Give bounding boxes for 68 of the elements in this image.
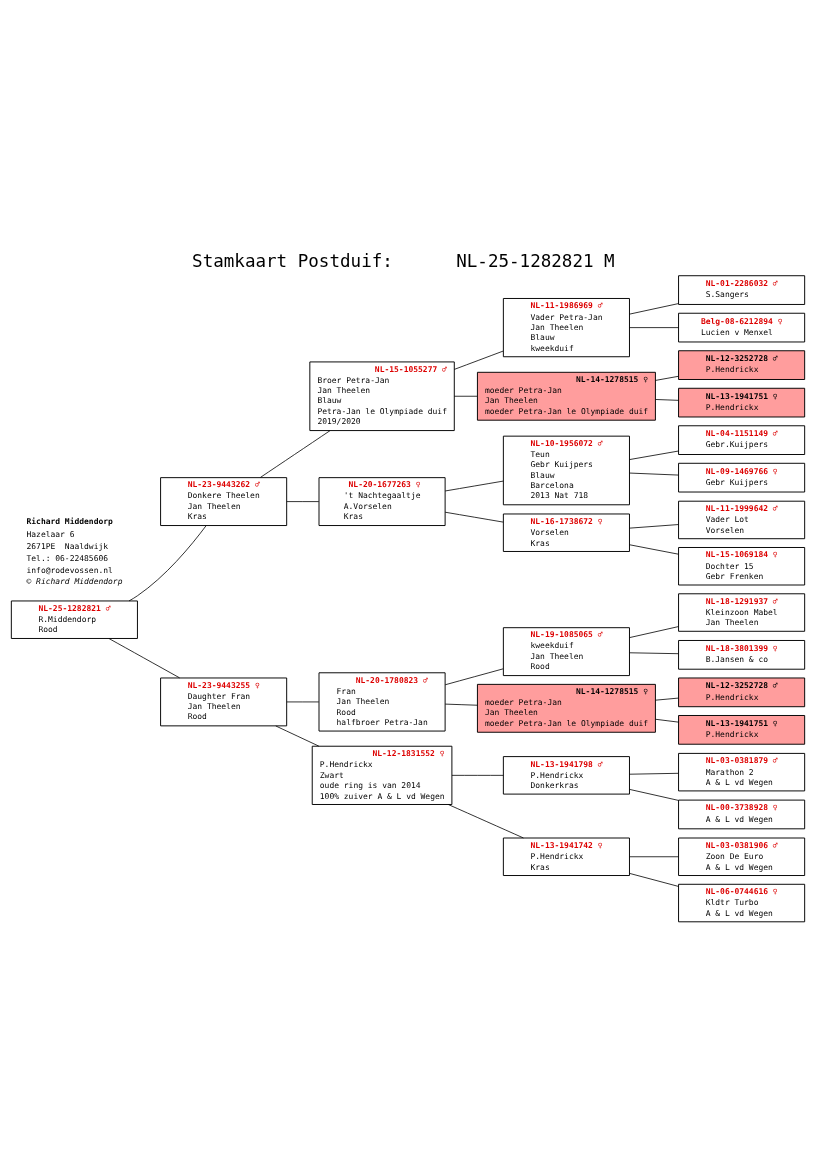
label: © Richard Middendorp [26, 576, 123, 586]
node-box: NL-11-1986969 ♂ Vader Petra-Jan Jan Theelen Blauw kweekduif [502, 298, 630, 358]
connector [629, 856, 679, 858]
connector [444, 668, 504, 686]
connector [260, 430, 331, 478]
node-box: NL-06-0744616 ♀ Kldtr Turbo A & L vd Wegen [678, 883, 806, 923]
node-box: NL-12-1831552 ♀ P.Hendrickx Zwart oude ring is van 2014 100% zuiver A & L vd Wegen [311, 745, 453, 805]
connector [447, 804, 524, 839]
node-box: NL-23-9443255 ♀ Daughter Fran Jan Theelen Rood [160, 677, 288, 727]
connector [444, 703, 478, 706]
connector [629, 626, 679, 638]
connector [655, 399, 679, 401]
node-box: NL-03-0381906 ♂ Zoon De Euro A & L vd Wegen [678, 837, 806, 876]
node-box: NL-00-3738928 ♀ A & L vd Wegen [678, 799, 806, 830]
label: Tel.: 06-22485606 [26, 553, 109, 563]
connector [444, 480, 504, 492]
label: Hazelaar 6 [26, 529, 75, 539]
node-box: NL-09-1469766 ♀ Gebr Kuijpers [678, 462, 806, 493]
node-box: NL-25-1282821 ♂ R.Middendorp Rood [10, 600, 138, 639]
connector [629, 789, 679, 801]
node-box: NL-13-1941798 ♂ P.Hendrickx Donkerkras [502, 756, 630, 795]
node-box: NL-16-1738672 ♀ Vorselen Kras [502, 513, 630, 552]
node-box: NL-19-1085065 ♂ kweekduif Jan Theelen Rood [502, 627, 630, 677]
node-box: NL-13-1941751 ♀ P.Hendrickx [678, 715, 806, 745]
connector [286, 501, 320, 502]
node-box: NL-20-1780823 ♂ Fran Jan Theelen Rood halfbroer Petra-Jan [318, 672, 446, 732]
node-box: NL-10-1956072 ♂ Teun Gebr Kuijpers Blauw Barcelona 2013 Nat 718 [502, 435, 630, 506]
connector [629, 524, 679, 529]
label: Richard Middendorp [26, 516, 113, 526]
connector [275, 725, 320, 747]
connector [629, 873, 679, 887]
node-box: NL-23-9443262 ♂ Donkere Theelen Jan Theelen Kras [160, 477, 288, 526]
connector [451, 774, 504, 776]
node-box: NL-18-3801399 ♀ B.Jansen & co [678, 640, 806, 670]
node-box: NL-14-1278515 ♀ moeder Petra-Jan Jan Theelen moeder Petra-Jan le Olympiade duif [476, 371, 656, 421]
connector [108, 638, 180, 679]
node-box: Belg-08-6212894 ♀ Lucien v Menxel [678, 312, 806, 343]
node-box: NL-18-1291937 ♂ Kleinzoon Mabel Jan Theelen [678, 593, 806, 632]
connector [629, 772, 679, 775]
connector [655, 375, 679, 381]
node-box: NL-11-1999642 ♂ Vader Lot Vorselen [678, 500, 806, 540]
connector [453, 395, 478, 397]
connector [444, 511, 504, 523]
connector [655, 718, 679, 723]
node-box: NL-13-1941751 ♀ P.Hendrickx [678, 387, 806, 418]
node-box: NL-15-1069184 ♀ Dochter 15 Gebr Frenken [678, 547, 806, 586]
node-box: NL-04-1151149 ♂ Gebr.Kuijpers [678, 425, 806, 455]
node-box: NL-12-3252728 ♂ P.Hendrickx [678, 677, 806, 708]
node-box: NL-03-0381879 ♂ Marathon 2 A & L vd Wegen [678, 752, 806, 792]
label: info@rodevossen.nl [26, 565, 113, 575]
connector [453, 350, 504, 370]
connector [655, 697, 679, 701]
connector [629, 327, 679, 328]
connector [629, 303, 679, 315]
connector [629, 450, 679, 460]
connector [629, 472, 679, 476]
node-box: NL-01-2286032 ♂ S.Sangers [678, 275, 806, 305]
connector [128, 525, 207, 602]
node-box: NL-13-1941742 ♀ P.Hendrickx Kras [502, 837, 630, 876]
node-box: NL-14-1278515 ♀ moeder Petra-Jan Jan Theelen moeder Petra-Jan le Olympiade duif [476, 683, 656, 733]
connector [286, 701, 320, 703]
connector [629, 544, 679, 555]
node-box: NL-15-1055277 ♂ Broer Petra-Jan Jan Theelen Blauw Petra-Jan le Olympiade duif 2019/2020 [309, 361, 455, 432]
node-box: NL-12-3252728 ♂ P.Hendrickx [678, 350, 806, 380]
connector [629, 652, 679, 655]
diagram-title: Stamkaart Postduif: NL-25-1282821 M [192, 251, 615, 272]
label: 2671PE Naaldwijk [26, 541, 109, 551]
node-box: NL-20-1677263 ♀ 't Nachtegaaltje A.Vorselen Kras [318, 477, 446, 526]
